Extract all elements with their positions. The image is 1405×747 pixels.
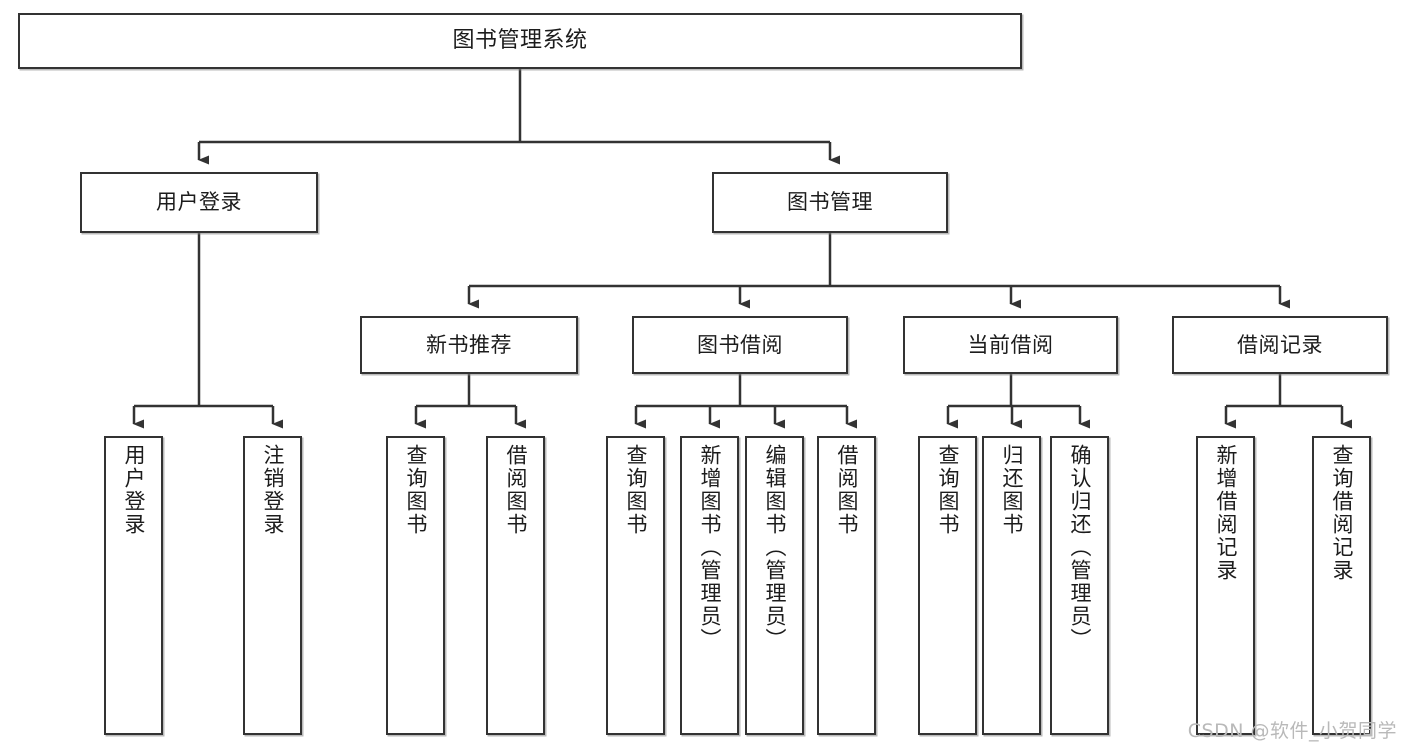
node-label: 新增图书（管理员） (698, 444, 722, 651)
node-book-manage[interactable]: 图书管理 (712, 172, 948, 233)
node-label: 用户登录 (122, 444, 146, 536)
node-root[interactable]: 图书管理系统 (18, 13, 1022, 69)
node-label: 借阅图书 (835, 444, 859, 536)
node-label: 图书管理 (787, 190, 873, 215)
node-label: 编辑图书（管理员） (763, 444, 787, 651)
node-label: 借阅记录 (1237, 332, 1323, 357)
node-leaf-query-book-3[interactable]: 查询图书 (918, 436, 977, 735)
node-leaf-query-book-1[interactable]: 查询图书 (386, 436, 445, 735)
node-new-book-rec[interactable]: 新书推荐 (360, 316, 578, 374)
node-leaf-add-book[interactable]: 新增图书（管理员） (680, 436, 739, 735)
node-leaf-query-record[interactable]: 查询借阅记录 (1312, 436, 1371, 735)
node-leaf-query-book-2[interactable]: 查询图书 (606, 436, 665, 735)
node-label: 归还图书 (1000, 444, 1024, 536)
node-label: 新增借阅记录 (1214, 444, 1238, 582)
node-current-borrow[interactable]: 当前借阅 (903, 316, 1118, 374)
node-leaf-borrow-book-2[interactable]: 借阅图书 (817, 436, 876, 735)
node-leaf-edit-book[interactable]: 编辑图书（管理员） (745, 436, 804, 735)
node-leaf-borrow-book-1[interactable]: 借阅图书 (486, 436, 545, 735)
node-label: 图书管理系统 (452, 28, 588, 54)
node-leaf-user-login[interactable]: 用户登录 (104, 436, 163, 735)
node-label: 查询图书 (404, 444, 428, 536)
node-label: 注销登录 (261, 444, 285, 536)
watermark-text: CSDN @软件_小贺同学 (1187, 720, 1397, 742)
node-leaf-confirm-return[interactable]: 确认归还（管理员） (1050, 436, 1109, 735)
node-leaf-user-logout[interactable]: 注销登录 (243, 436, 302, 735)
node-label: 查询图书 (936, 444, 960, 536)
node-label: 确认归还（管理员） (1068, 444, 1092, 651)
node-label: 用户登录 (156, 190, 242, 215)
node-label: 查询图书 (624, 444, 648, 536)
node-leaf-add-record[interactable]: 新增借阅记录 (1196, 436, 1255, 735)
node-leaf-return-book[interactable]: 归还图书 (982, 436, 1041, 735)
node-borrow-record[interactable]: 借阅记录 (1172, 316, 1388, 374)
node-label: 图书借阅 (697, 332, 783, 357)
node-label: 当前借阅 (967, 332, 1054, 357)
node-label: 查询借阅记录 (1330, 444, 1354, 582)
node-user-login[interactable]: 用户登录 (80, 172, 318, 233)
node-book-borrow[interactable]: 图书借阅 (632, 316, 848, 374)
node-label: 借阅图书 (504, 444, 528, 536)
node-label: 新书推荐 (426, 332, 512, 357)
